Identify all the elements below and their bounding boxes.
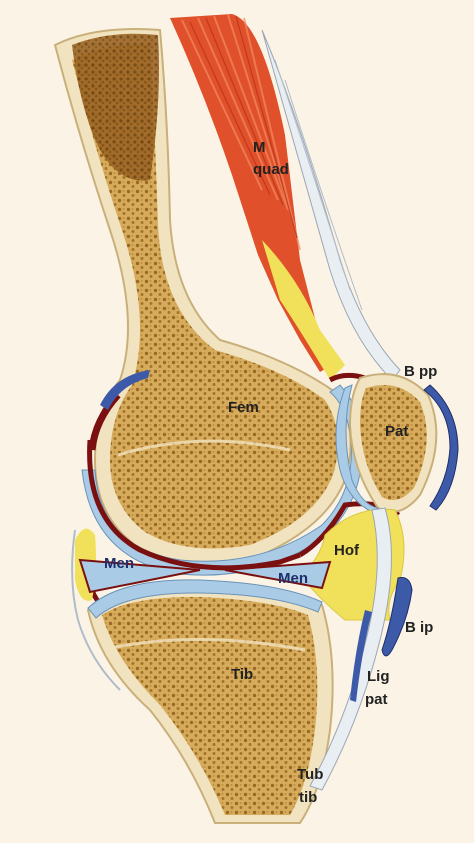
label-femur: Fem [228, 399, 259, 416]
label-lig-pat-line1: Lig [367, 668, 390, 685]
label-hoffa: Hof [334, 542, 360, 559]
label-m-quad-line1: M [253, 139, 266, 156]
label-meniscus-posterior: Men [104, 555, 134, 572]
label-lig-pat-line2: pat [365, 691, 388, 708]
label-m-quad-line2: quad [253, 161, 289, 178]
patella-bone [336, 374, 436, 512]
label-patella: Pat [385, 423, 408, 440]
label-tub-tib-line1: Tub [297, 766, 323, 783]
tibia-bone [88, 582, 333, 823]
label-meniscus-anterior: Men [278, 570, 308, 587]
label-tibia: Tib [231, 666, 253, 683]
label-b-pp: B pp [404, 363, 437, 380]
label-tub-tib-line2: tib [299, 789, 317, 806]
label-b-ip: B ip [405, 619, 433, 636]
